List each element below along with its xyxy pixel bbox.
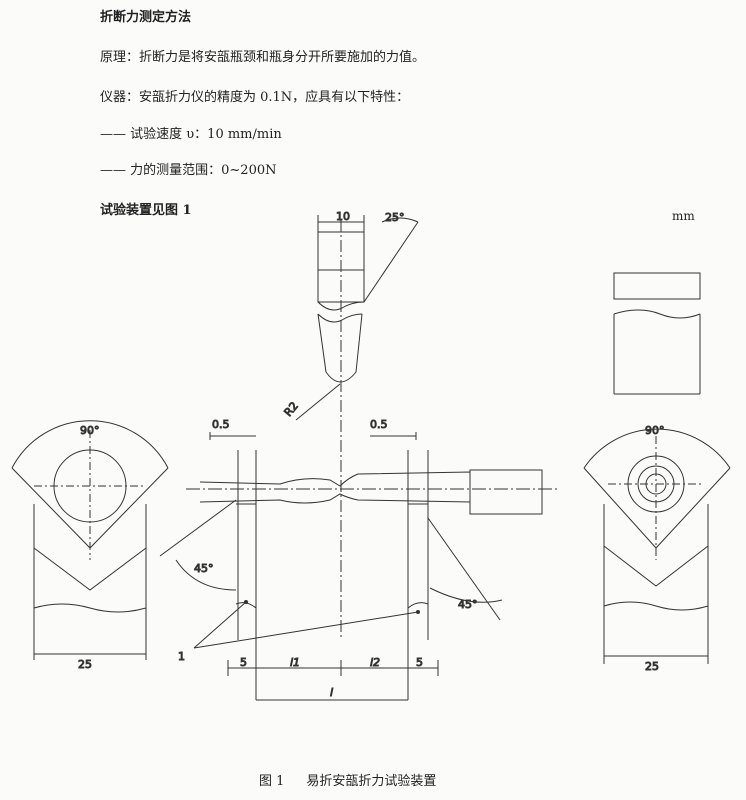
right-gap-label: 0.5: [370, 418, 388, 431]
speed-spec: —— 试验速度 υ：10 mm/min: [100, 127, 282, 142]
figure-reference: 试验装置见图 1: [100, 203, 192, 218]
bottom-dimensions: [227, 660, 439, 701]
ampoule-side-view: [186, 469, 560, 515]
top-width-label: 10: [336, 210, 350, 223]
unit-label: mm: [672, 209, 695, 223]
instrument-text: 仪器：安瓿折力仪的精度为 0.1N，应具有以下特性：: [100, 90, 410, 105]
section-title: 折断力测定方法: [100, 10, 192, 25]
left-support: [159, 432, 257, 700]
side-block: [613, 272, 701, 395]
principle-text: 原理：折断力是将安瓿瓶颈和瓶身分开所要施加的力值。: [100, 50, 426, 65]
loading-tool: [295, 215, 419, 640]
dim-s-right: 5: [416, 656, 423, 669]
figure-caption: 图 1 易折安瓿折力试验装置: [259, 774, 458, 790]
radius-label: R2: [282, 400, 301, 420]
top-angle-label: 25°: [385, 211, 405, 224]
force-range-spec: —— 力的测量范围：0~200N: [100, 163, 277, 178]
right-45-label: 45°: [458, 598, 478, 611]
left-angle-label: 90°: [80, 424, 100, 437]
caption-text: 易折安瓿折力试验装置: [306, 774, 437, 789]
callout-number: 1: [178, 650, 185, 663]
right-v-block: [583, 428, 731, 664]
right-angle-label: 90°: [645, 424, 665, 437]
callout-leaders: [193, 600, 420, 649]
dim-l1: l1: [290, 656, 300, 669]
left-gap-label: 0.5: [212, 418, 230, 431]
right-support: [370, 432, 503, 700]
right-width-label: 25: [645, 660, 659, 673]
left-45-label: 45°: [194, 562, 214, 575]
dim-s-left: 5: [240, 656, 247, 669]
left-width-label: 25: [78, 658, 92, 671]
left-v-block: [11, 420, 169, 660]
caption-number: 图 1: [259, 774, 285, 789]
dim-l: l: [330, 686, 333, 699]
dim-l2: l2: [370, 656, 380, 669]
